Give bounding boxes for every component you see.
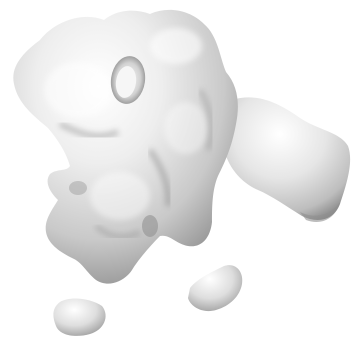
bottom-left-blob (53, 298, 106, 336)
bottom-right-blob (188, 265, 243, 312)
side-arm (222, 97, 351, 222)
main-body (13, 9, 238, 284)
